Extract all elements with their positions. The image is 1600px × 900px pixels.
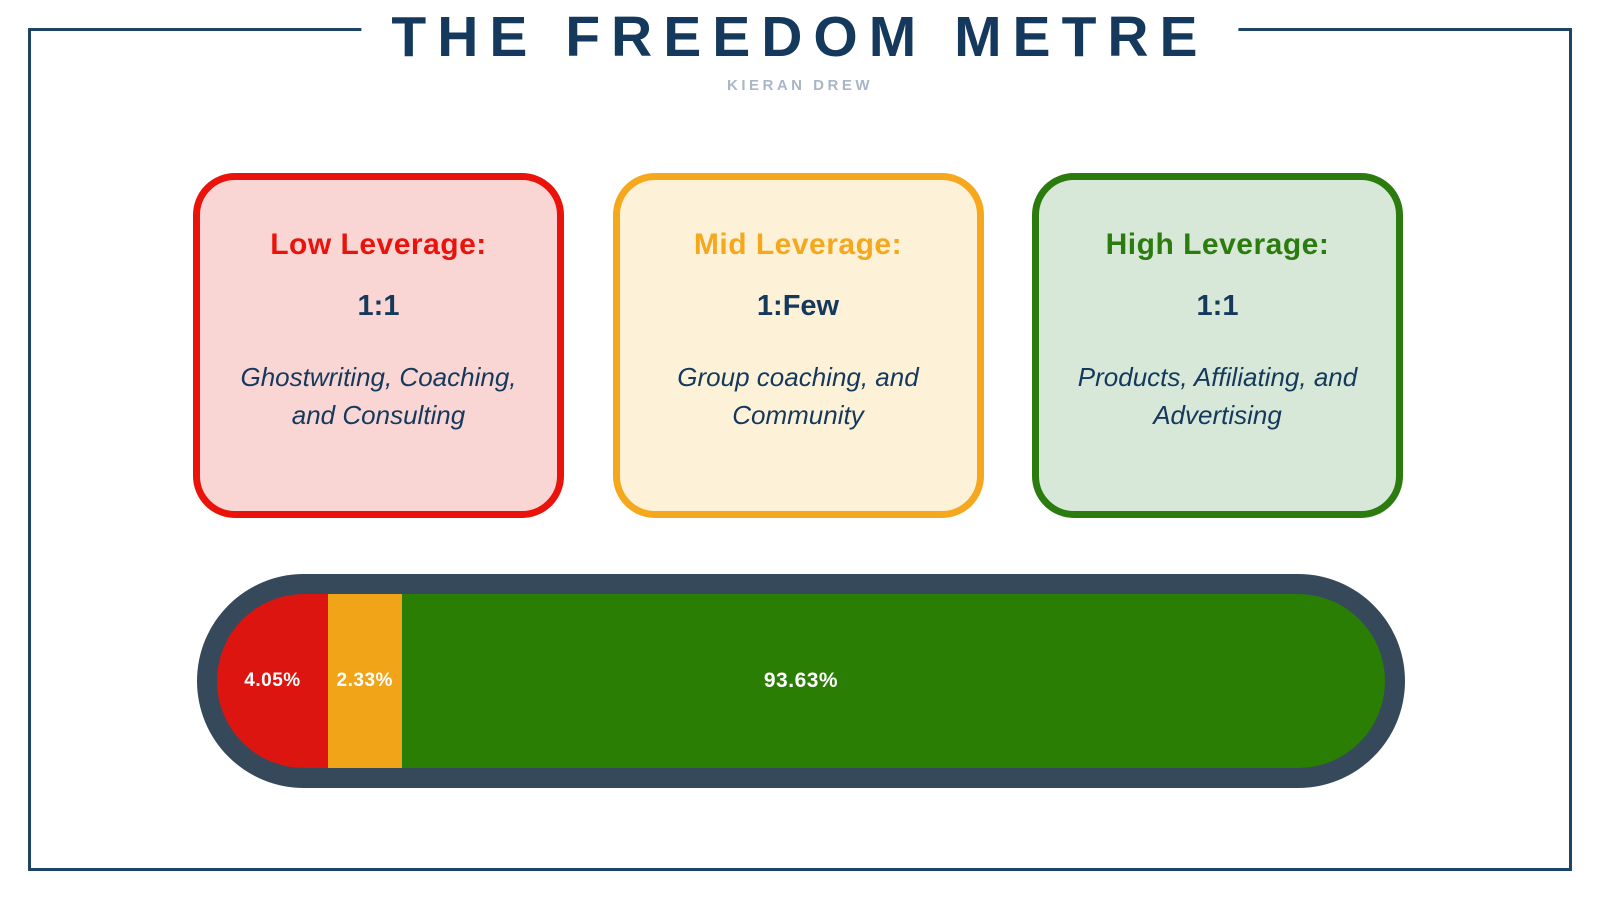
card-mid-leverage: Mid Leverage: 1:Few Group coaching, and …: [612, 173, 984, 518]
card-description: Products, Affiliating, and Advertising: [1077, 362, 1358, 430]
meter-segment-low-label: 4.05%: [244, 670, 301, 691]
card-heading: Mid Leverage:: [693, 228, 903, 261]
card-heading: Low Leverage:: [270, 228, 487, 261]
card-low-leverage: Low Leverage: 1:1 Ghostwriting, Coaching…: [193, 173, 564, 518]
leverage-cards: Low Leverage: 1:1 Ghostwriting, Coaching…: [193, 173, 1403, 518]
card-heading: High Leverage:: [1105, 228, 1330, 261]
freedom-meter: 4.05% 2.33% 93.63%: [197, 574, 1405, 788]
meter-segment-mid-label: 2.33%: [336, 670, 393, 691]
meter-segment-high-label: 93.63%: [763, 669, 839, 692]
card-ratio: 1:1: [357, 290, 400, 322]
card-ratio: 1:1: [1196, 290, 1239, 322]
card-description: Ghostwriting, Coaching, and Consulting: [240, 362, 517, 430]
meter-segment-low: 4.05%: [217, 594, 328, 768]
card-ratio: 1:Few: [756, 290, 840, 322]
meter-segment-mid: 2.33%: [327, 594, 402, 768]
card-high-leverage: High Leverage: 1:1 Products, Affiliating…: [1032, 173, 1403, 518]
title-block: THE FREEDOM METRE KIERAN DREW: [361, 5, 1239, 94]
card-description: Group coaching, and Community: [677, 362, 919, 430]
page-subtitle: KIERAN DREW: [727, 76, 873, 94]
meter-track: 4.05% 2.33% 93.63%: [217, 594, 1385, 768]
page-title: THE FREEDOM METRE: [391, 5, 1209, 69]
meter-segment-high: [401, 594, 1385, 768]
